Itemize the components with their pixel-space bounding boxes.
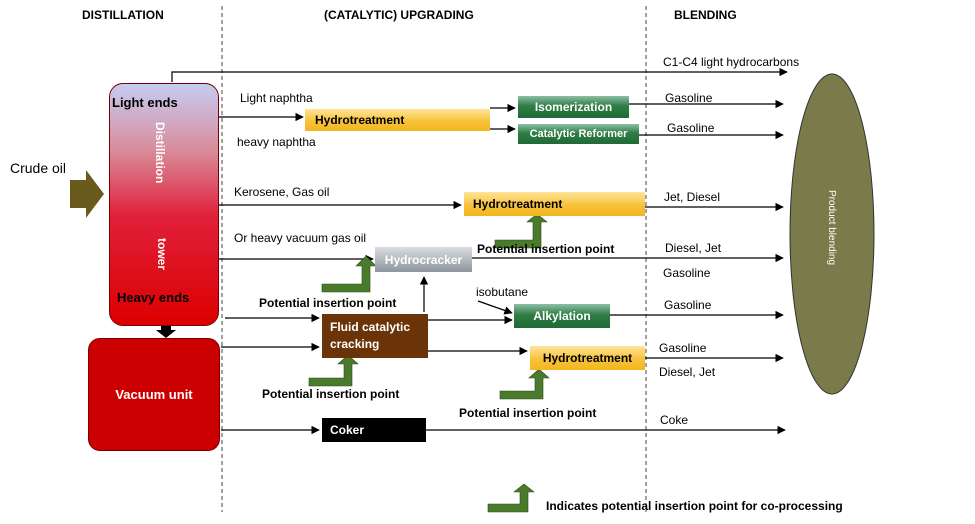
unit-hydrotreatment-fcc: Hydrotreatment [530,346,645,370]
crude-feed-arrow [70,170,104,218]
stream-light-naphtha: Light naphtha [240,91,313,105]
stream-isobutane: isobutane [476,285,529,299]
unit-hydrotreatment-kerosene: Hydrotreatment [464,192,645,216]
unit-isomerization: Isomerization [518,96,629,118]
legend-insertion-arrow [487,483,535,513]
unit-hydrotreatment-naphtha: Hydrotreatment [305,109,490,131]
product-coke: Coke [660,413,689,427]
insertion-label-fcc: Potential insertion point [262,387,400,401]
product-gasoline-isomerization: Gasoline [665,91,713,105]
product-diesel-jet-hydrocracker: Diesel, Jet [665,241,722,255]
legend-text: Indicates potential insertion point for … [546,499,843,513]
header-upgrading: (CATALYTIC) UPGRADING [324,8,474,22]
tower-heavy-ends: Heavy ends [117,290,190,305]
stream-light-hydrocarbons: C1-C4 light hydrocarbons [663,55,800,69]
crude-oil-label: Crude oil [10,160,67,176]
insertion-arrow-4 [499,368,550,400]
insertion-label-hydrocracker: Potential insertion point [259,296,397,310]
line-light-hc [171,67,788,82]
insertion-arrow-2 [321,255,377,293]
stream-heavy-vgo: Or heavy vacuum gas oil [234,231,367,245]
product-gasoline-alkylation: Gasoline [664,298,712,312]
unit-catalytic-reformer: Catalytic Reformer [518,124,639,144]
header-blending: BLENDING [674,8,737,22]
unit-coker: Coker [322,418,426,442]
distillation-tower [109,83,219,326]
unit-hydrocracker: Hydrocracker [375,247,472,272]
product-jet-diesel: Jet, Diesel [664,190,721,204]
header-distillation: DISTILLATION [82,8,164,22]
tower-to-vacuum-arrow [156,324,176,338]
unit-alkylation: Alkylation [514,304,610,328]
tower-light-ends: Light ends [112,95,178,110]
unit-fluid-catalytic-cracking: Fluid catalytic cracking [322,314,428,358]
stream-kerosene-gas-oil: Kerosene, Gas oil [234,185,330,199]
product-gasoline-reformer: Gasoline [667,121,715,135]
stream-heavy-naphtha: heavy naphtha [237,135,316,149]
vacuum-unit: Vacuum unit [88,338,220,451]
tower-tower-label: tower [155,238,169,271]
product-blending-pool [789,73,875,395]
insertion-arrow-3 [308,354,359,387]
product-diesel-jet-fcc: Diesel, Jet [659,365,716,379]
tower-distillation-label: Distillation [153,122,167,184]
product-blending-label: Product blending [826,190,837,266]
insertion-label-hydrotreatment-fcc: Potential insertion point [459,406,597,420]
insertion-label-hydrotreatment: Potential insertion point [477,242,615,256]
product-gasoline-hydrocracker: Gasoline [663,266,711,280]
product-gasoline-fcc: Gasoline [659,341,707,355]
insertion-arrow-1 [494,213,548,249]
